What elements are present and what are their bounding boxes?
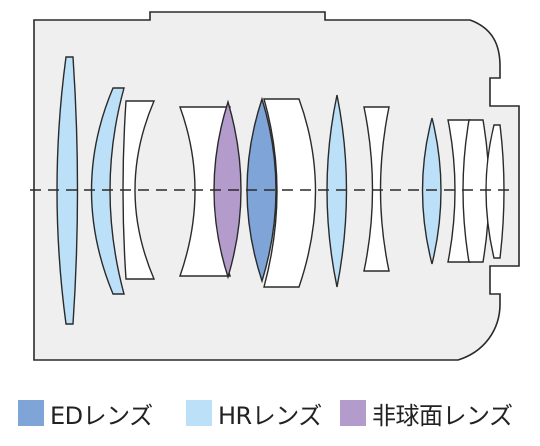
lens-element-2 — [90, 87, 125, 295]
lens-element-10 — [421, 117, 442, 265]
legend-item-aspherical: 非球面レンズ — [340, 398, 513, 430]
ed-swatch — [18, 400, 44, 426]
lens-element-7 — [263, 98, 317, 288]
aspherical-swatch — [340, 400, 366, 426]
lens-element-3 — [122, 100, 156, 280]
lens-element-8 — [326, 94, 348, 288]
legend-item-ed: EDレンズ — [18, 398, 153, 430]
lens-element-5 — [213, 99, 242, 280]
lens-element-6 — [246, 96, 277, 284]
hr-swatch — [186, 400, 212, 426]
lens-element-12 — [462, 119, 490, 263]
lens-element-9 — [363, 106, 390, 272]
legend: EDレンズ HRレンズ 非球面レンズ — [0, 390, 540, 436]
legend-label-aspherical: 非球面レンズ — [372, 401, 513, 430]
legend-label-hr: HRレンズ — [218, 401, 322, 430]
lens-element-13 — [485, 124, 505, 259]
legend-item-hr: HRレンズ — [186, 398, 322, 430]
lens-construction-diagram — [30, 11, 520, 361]
legend-label-ed: EDレンズ — [50, 401, 153, 430]
